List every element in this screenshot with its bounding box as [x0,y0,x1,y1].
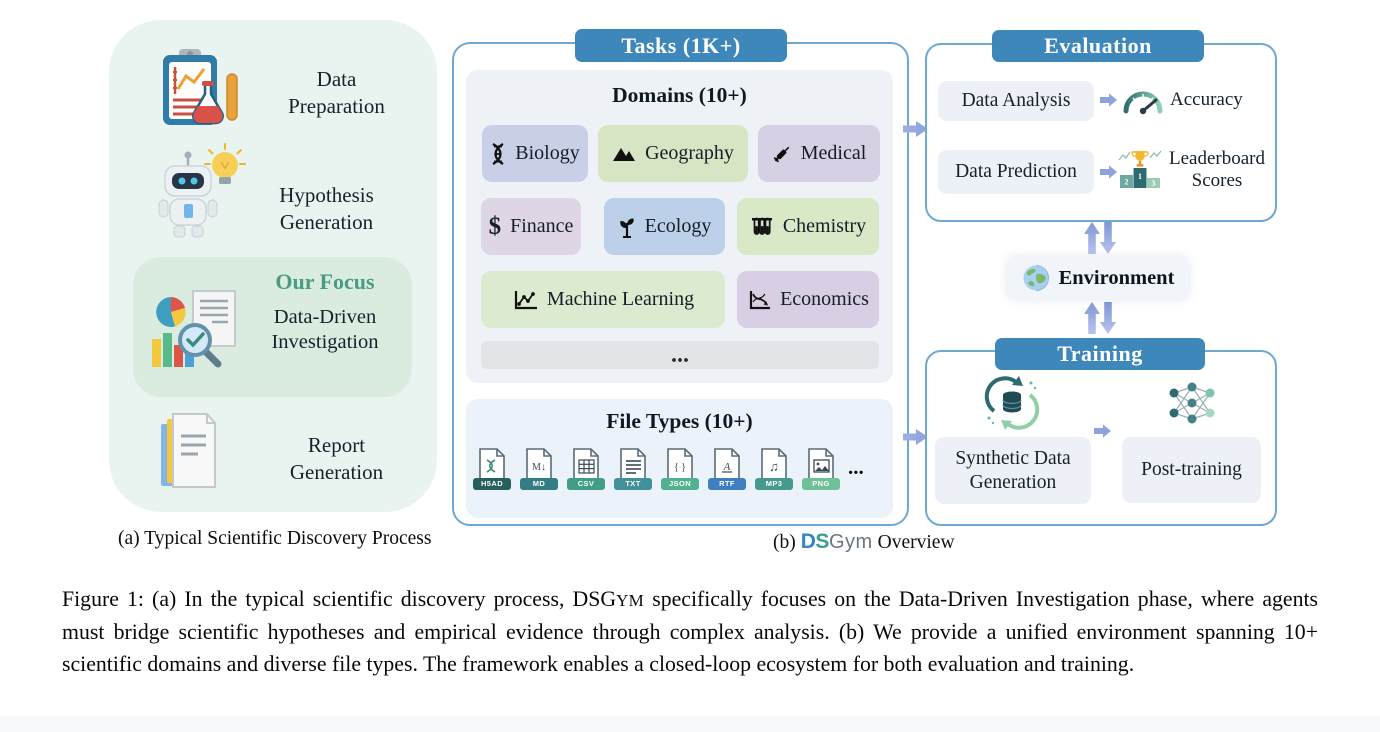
domain-chip-medical: Medical [758,125,880,182]
evaluation-banner: Evaluation [992,30,1204,62]
file-type-rtf: A RTF [707,447,747,490]
dsgym-logo: DSGym [801,530,873,554]
step-data-preparation: Data Preparation [288,67,385,118]
file-types-title: File Types (10+) [606,409,753,433]
svg-text:♫: ♫ [769,459,779,474]
file-type-h5ad: H5AD [472,447,512,490]
file-types-panel: File Types (10+) H5AD M↓ MD [466,399,893,518]
logo-letter-d: D [800,530,816,553]
domain-chip-geography: Geography [598,125,748,182]
logo-letter-s: S [815,530,829,553]
caption-b-prefix: (b) [773,532,796,553]
tasks-to-training-arrow-icon [903,429,928,445]
accuracy-gauge-icon [1123,91,1163,115]
sprout-icon [619,217,634,238]
domains-title: Domains (10+) [612,83,747,107]
scientific-discovery-panel: Data Preparation Hypoth [109,20,437,512]
evaluation-environment-arrows-icon [1084,222,1116,254]
svg-text:1: 1 [1138,172,1142,181]
bottom-strip [0,716,1380,732]
logo-gym: Gym [828,531,873,553]
caption-a: (a) Typical Scientific Discovery Process [118,528,432,549]
md-file-icon: M↓ [526,448,552,480]
tasks-to-evaluation-arrow-icon [903,121,928,137]
svg-text:M↓: M↓ [532,462,546,473]
synthetic-data-icon [984,376,1040,430]
json-file-icon: { } [667,448,693,480]
training-banner: Training [995,338,1205,370]
mountains-icon [613,148,636,161]
globe-icon [1023,265,1049,291]
domain-chip-machine-learning: Machine Learning [481,271,725,328]
environment-chip: Environment [1008,257,1188,299]
leaderboard-podium-icon: 2 1 3 [1118,150,1162,188]
file-type-mp3: ♫ MP3 [754,447,794,490]
leaderboard-label: Leaderboard Scores [1169,148,1265,191]
svg-text:2: 2 [1125,178,1129,187]
svg-text:A: A [723,461,731,473]
neural-network-icon [1169,382,1215,424]
line-chart-icon [514,290,537,309]
mp3-file-icon: ♫ [761,448,787,480]
domains-panel: Domains (10+) Biology Geography [466,70,893,383]
robot-lightbulb-icon [158,143,246,238]
prediction-arrow-icon [1100,165,1117,179]
file-type-json: { } JSON [660,447,700,490]
domains-more-bar: ... [481,341,879,369]
domain-chip-economics: Economics [737,271,879,328]
data-prediction-chip: Data Prediction [938,150,1094,194]
our-focus-box: Our Focus Data-Driven Investigation [133,257,412,397]
charts-magnifier-icon [152,290,236,368]
domain-chip-finance: $ Finance [481,198,581,255]
step-hypothesis-generation: Hypothesis Generation [279,183,374,234]
txt-file-icon [620,448,646,480]
domain-chip-ecology: Ecology [604,198,725,255]
png-file-icon [808,448,834,480]
smallcaps-ym: YM [616,591,645,610]
svg-text:{ }: { } [674,462,686,473]
data-analysis-chip: Data Analysis [938,81,1094,121]
test-tubes-icon [751,217,772,235]
declining-chart-icon [749,290,771,309]
step-report-generation: Report Generation [289,433,384,484]
focus-title: Our Focus [275,269,375,294]
post-training-chip: Post-training [1122,437,1261,503]
file-type-md: M↓ MD [519,447,559,490]
file-type-png: PNG [801,447,841,490]
tasks-banner: Tasks (1K+) [575,29,787,62]
caption-b: (b) DSGym Overview [773,530,955,554]
domain-chip-chemistry: Chemistry [737,198,879,255]
analysis-arrow-icon [1100,93,1117,107]
dollar-icon: $ [488,212,502,240]
file-types-more: ... [848,455,864,479]
figure-caption: Figure 1: (a) In the typical scientific … [62,587,1319,676]
file-type-csv: CSV [566,447,606,490]
svg-text:3: 3 [1152,179,1156,188]
file-type-txt: TXT [613,447,653,490]
focus-label: Data-Driven Investigation [271,306,379,353]
training-step-arrow-icon [1094,424,1111,438]
environment-training-arrows-icon [1084,302,1116,334]
csv-file-icon [573,448,599,480]
rtf-file-icon: A [714,448,740,480]
caption-b-suffix: Overview [877,532,955,553]
h5ad-file-icon [479,448,505,480]
accuracy-label: Accuracy [1170,89,1243,110]
domain-chip-biology: Biology [482,125,588,182]
evaluation-panel [925,43,1277,222]
environment-label: Environment [1058,266,1175,289]
synthetic-data-chip: Synthetic Data Generation [935,437,1091,504]
report-documents-icon [161,413,216,488]
syringe-icon [773,146,790,162]
dna-icon [492,142,504,165]
clipboard-flask-icon [163,49,238,125]
